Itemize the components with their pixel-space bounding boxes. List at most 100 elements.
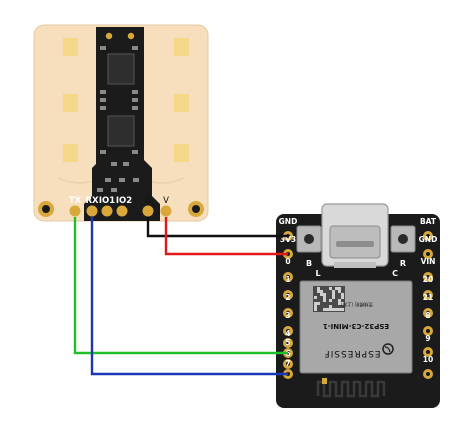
module-small-text: 无线模组 (上海) <box>341 301 373 308</box>
wire-3v3-red <box>164 217 288 256</box>
esp32-pin-hole <box>426 350 430 354</box>
qr-cell <box>314 302 317 305</box>
esp32-pin-label-20: 20 <box>423 275 433 284</box>
wires <box>73 217 288 376</box>
esp32-module: 无线模组 (上海) ESP32-C3-MINI-1 ESPRESSIF <box>299 280 413 374</box>
esp32-pin-hole <box>426 372 430 376</box>
radar-chip <box>107 53 135 85</box>
esp32-pin-hole <box>286 311 290 315</box>
esp32-pin-label-gnd: GND <box>279 217 298 226</box>
qr-cell <box>317 287 320 290</box>
qr-cell <box>317 302 320 305</box>
antenna-patch <box>174 144 189 162</box>
smd-component <box>132 98 138 102</box>
esp32-pin-hole <box>286 362 290 366</box>
usb-c-legs <box>334 262 376 268</box>
qr-cell <box>332 293 335 296</box>
esp32-pin-hole <box>286 293 290 297</box>
qr-cell <box>335 287 338 290</box>
qr-cell <box>341 293 344 296</box>
brand-label: ESPRESSIF <box>323 348 380 358</box>
wire-tx-green <box>73 217 288 355</box>
qr-cell <box>338 302 341 305</box>
smd-component <box>100 150 106 154</box>
smd-component <box>111 188 117 192</box>
esp32-pin-label-vin: VIN <box>421 257 436 266</box>
esp32-board: B R L C 无线模组 (上海) ESP32-C3-MINI-1 ESPRES… <box>276 203 440 408</box>
qr-cell <box>323 296 326 299</box>
smd-component <box>100 46 106 50</box>
radar-pins <box>69 205 172 217</box>
reset-button-label: R <box>400 259 406 268</box>
esp32-pin-label-3v3: 3V3 <box>280 235 296 244</box>
esp32-pin-label-7: 7 <box>285 359 290 368</box>
qr-cell <box>341 308 344 311</box>
antenna-patch <box>63 94 78 112</box>
esp32-pin-label-2: 2 <box>285 293 290 302</box>
smd-component <box>100 90 106 94</box>
qr-cell <box>317 290 320 293</box>
esp32-pin-hole <box>426 252 430 256</box>
smd-component <box>100 106 106 110</box>
esp32-pin-label-10: 10 <box>423 355 433 364</box>
smd-component <box>97 188 103 192</box>
radar-pin-label-g: G <box>145 196 152 206</box>
esp32-pin-label-gnd: GND <box>419 235 438 244</box>
qr-cell <box>314 308 317 311</box>
qr-cell <box>338 299 341 302</box>
reset-button <box>390 225 416 253</box>
qr-cell <box>326 308 329 311</box>
qr-cell <box>320 293 323 296</box>
esp32-pin-label-8: 8 <box>425 311 430 320</box>
pcb-antenna <box>316 380 386 398</box>
esp32-pin-hole <box>426 329 430 333</box>
qr-cell <box>335 308 338 311</box>
radar-pin-rx <box>86 205 98 217</box>
smd-component <box>133 178 139 182</box>
radar-pin-v <box>160 205 172 217</box>
qr-cell <box>332 308 335 311</box>
radar-chip <box>107 115 135 147</box>
smd-component <box>119 178 125 182</box>
esp32-pin-hole <box>426 234 430 238</box>
radar-mount-hole <box>192 205 200 213</box>
qr-cell <box>329 287 332 290</box>
antenna-patch <box>63 38 78 56</box>
qr-cell <box>338 287 341 290</box>
qr-cell <box>332 290 335 293</box>
qr-cell <box>332 296 335 299</box>
esp32-pin-label-0: 0 <box>285 257 290 266</box>
esp32-pin-hole <box>426 311 430 315</box>
radar-corner-pads <box>38 201 204 217</box>
radar-pin-label-io1: IO1 <box>99 196 115 206</box>
strip-pad <box>105 32 113 40</box>
boot-button <box>296 225 322 253</box>
led-label-c: C <box>392 269 398 278</box>
qr-cell <box>314 305 317 308</box>
smd-component <box>105 178 111 182</box>
esp32-pin-label-4: 4 <box>285 329 290 338</box>
smd-component <box>132 106 138 110</box>
radar-pin-labels: TX RX IO1 IO2 G V <box>69 196 169 206</box>
esp32-pin-hole <box>426 275 430 279</box>
antenna-pad <box>322 378 327 384</box>
radar-pin-label-v: V <box>163 196 169 206</box>
smd-component <box>100 98 106 102</box>
qr-cell <box>341 296 344 299</box>
qr-cell <box>314 296 317 299</box>
qr-cell <box>338 290 341 293</box>
qr-cell <box>323 293 326 296</box>
qr-cell <box>320 290 323 293</box>
radar-mount-hole <box>42 205 50 213</box>
antenna-patches <box>63 38 189 162</box>
smd-component <box>132 46 138 50</box>
qr-cell <box>323 299 326 302</box>
esp32-pin-label-5: 5 <box>285 338 290 347</box>
strip-components <box>97 46 139 192</box>
esp32-pin-label-3: 3 <box>285 311 290 320</box>
led-label-l: L <box>315 269 320 278</box>
smd-component <box>123 162 129 166</box>
